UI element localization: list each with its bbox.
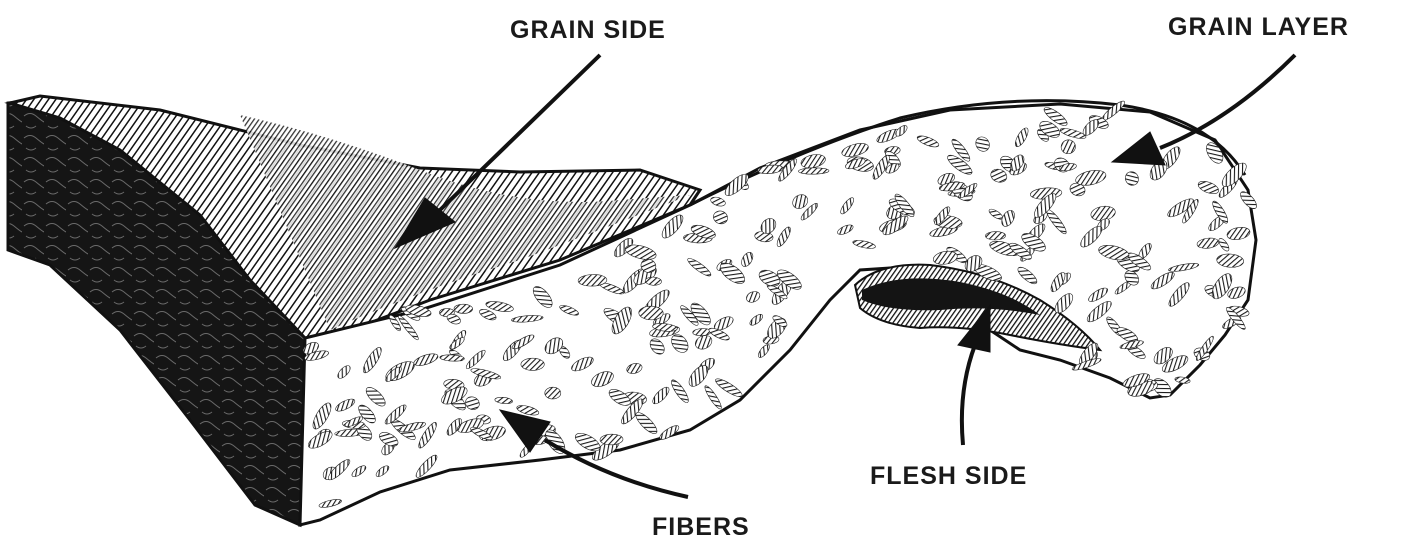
fiber-strand <box>454 304 473 314</box>
fiber-strand <box>545 387 561 399</box>
fiber-strand <box>985 231 1005 240</box>
label-flesh-side: FLESH SIDE <box>870 462 1027 491</box>
label-grain-side: GRAIN SIDE <box>510 16 666 45</box>
fiber-strand <box>521 358 544 370</box>
label-grain-layer: GRAIN LAYER <box>1168 13 1349 42</box>
fiber-strand <box>639 306 664 320</box>
label-fibers: FIBERS <box>652 513 750 542</box>
